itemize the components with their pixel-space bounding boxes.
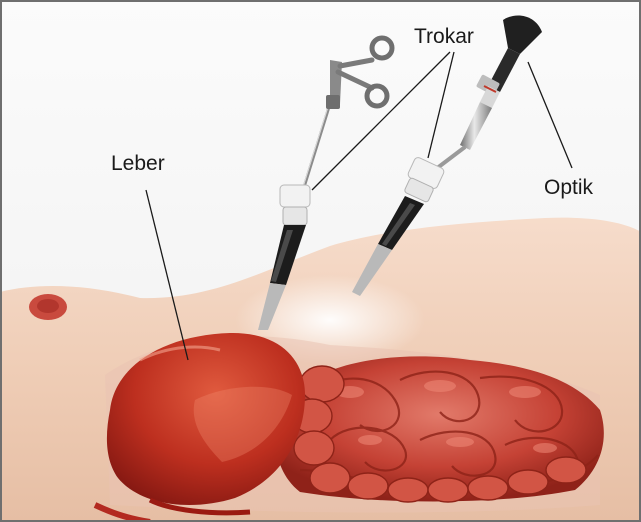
- intestines: [276, 356, 604, 502]
- label-leber: Leber: [111, 152, 165, 175]
- label-trokar: Trokar: [414, 25, 474, 48]
- label-optik: Optik: [544, 176, 594, 199]
